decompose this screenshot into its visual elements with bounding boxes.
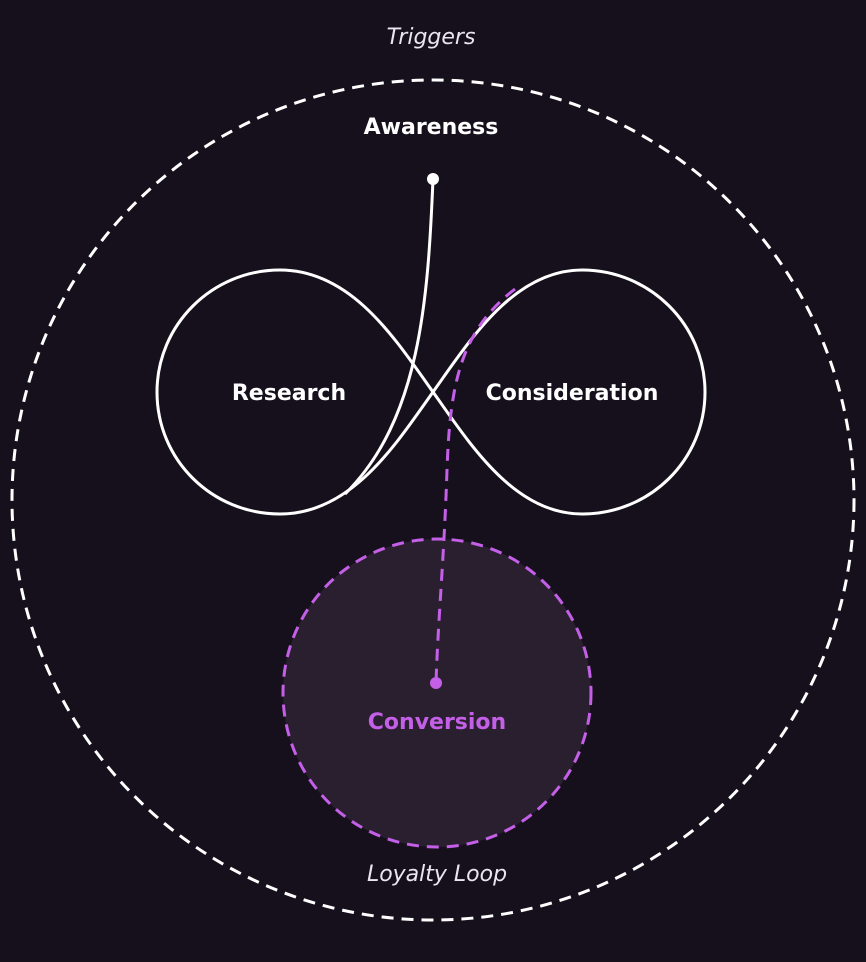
research-label: Research bbox=[232, 381, 346, 406]
loyalty-loop-label: Loyalty Loop bbox=[367, 862, 507, 887]
awareness-label: Awareness bbox=[364, 115, 499, 140]
conversion-path bbox=[434, 287, 516, 684]
infinity-loop bbox=[155, 268, 707, 516]
conversion-label: Conversion bbox=[368, 710, 506, 735]
loyalty-loop-circle bbox=[10, 78, 856, 922]
awareness-dot bbox=[427, 173, 439, 185]
conversion-circle bbox=[281, 537, 593, 849]
consideration-label: Consideration bbox=[486, 381, 659, 406]
conversion-dot bbox=[430, 677, 442, 689]
triggers-label: Triggers bbox=[387, 25, 476, 50]
awareness-path bbox=[343, 178, 435, 496]
